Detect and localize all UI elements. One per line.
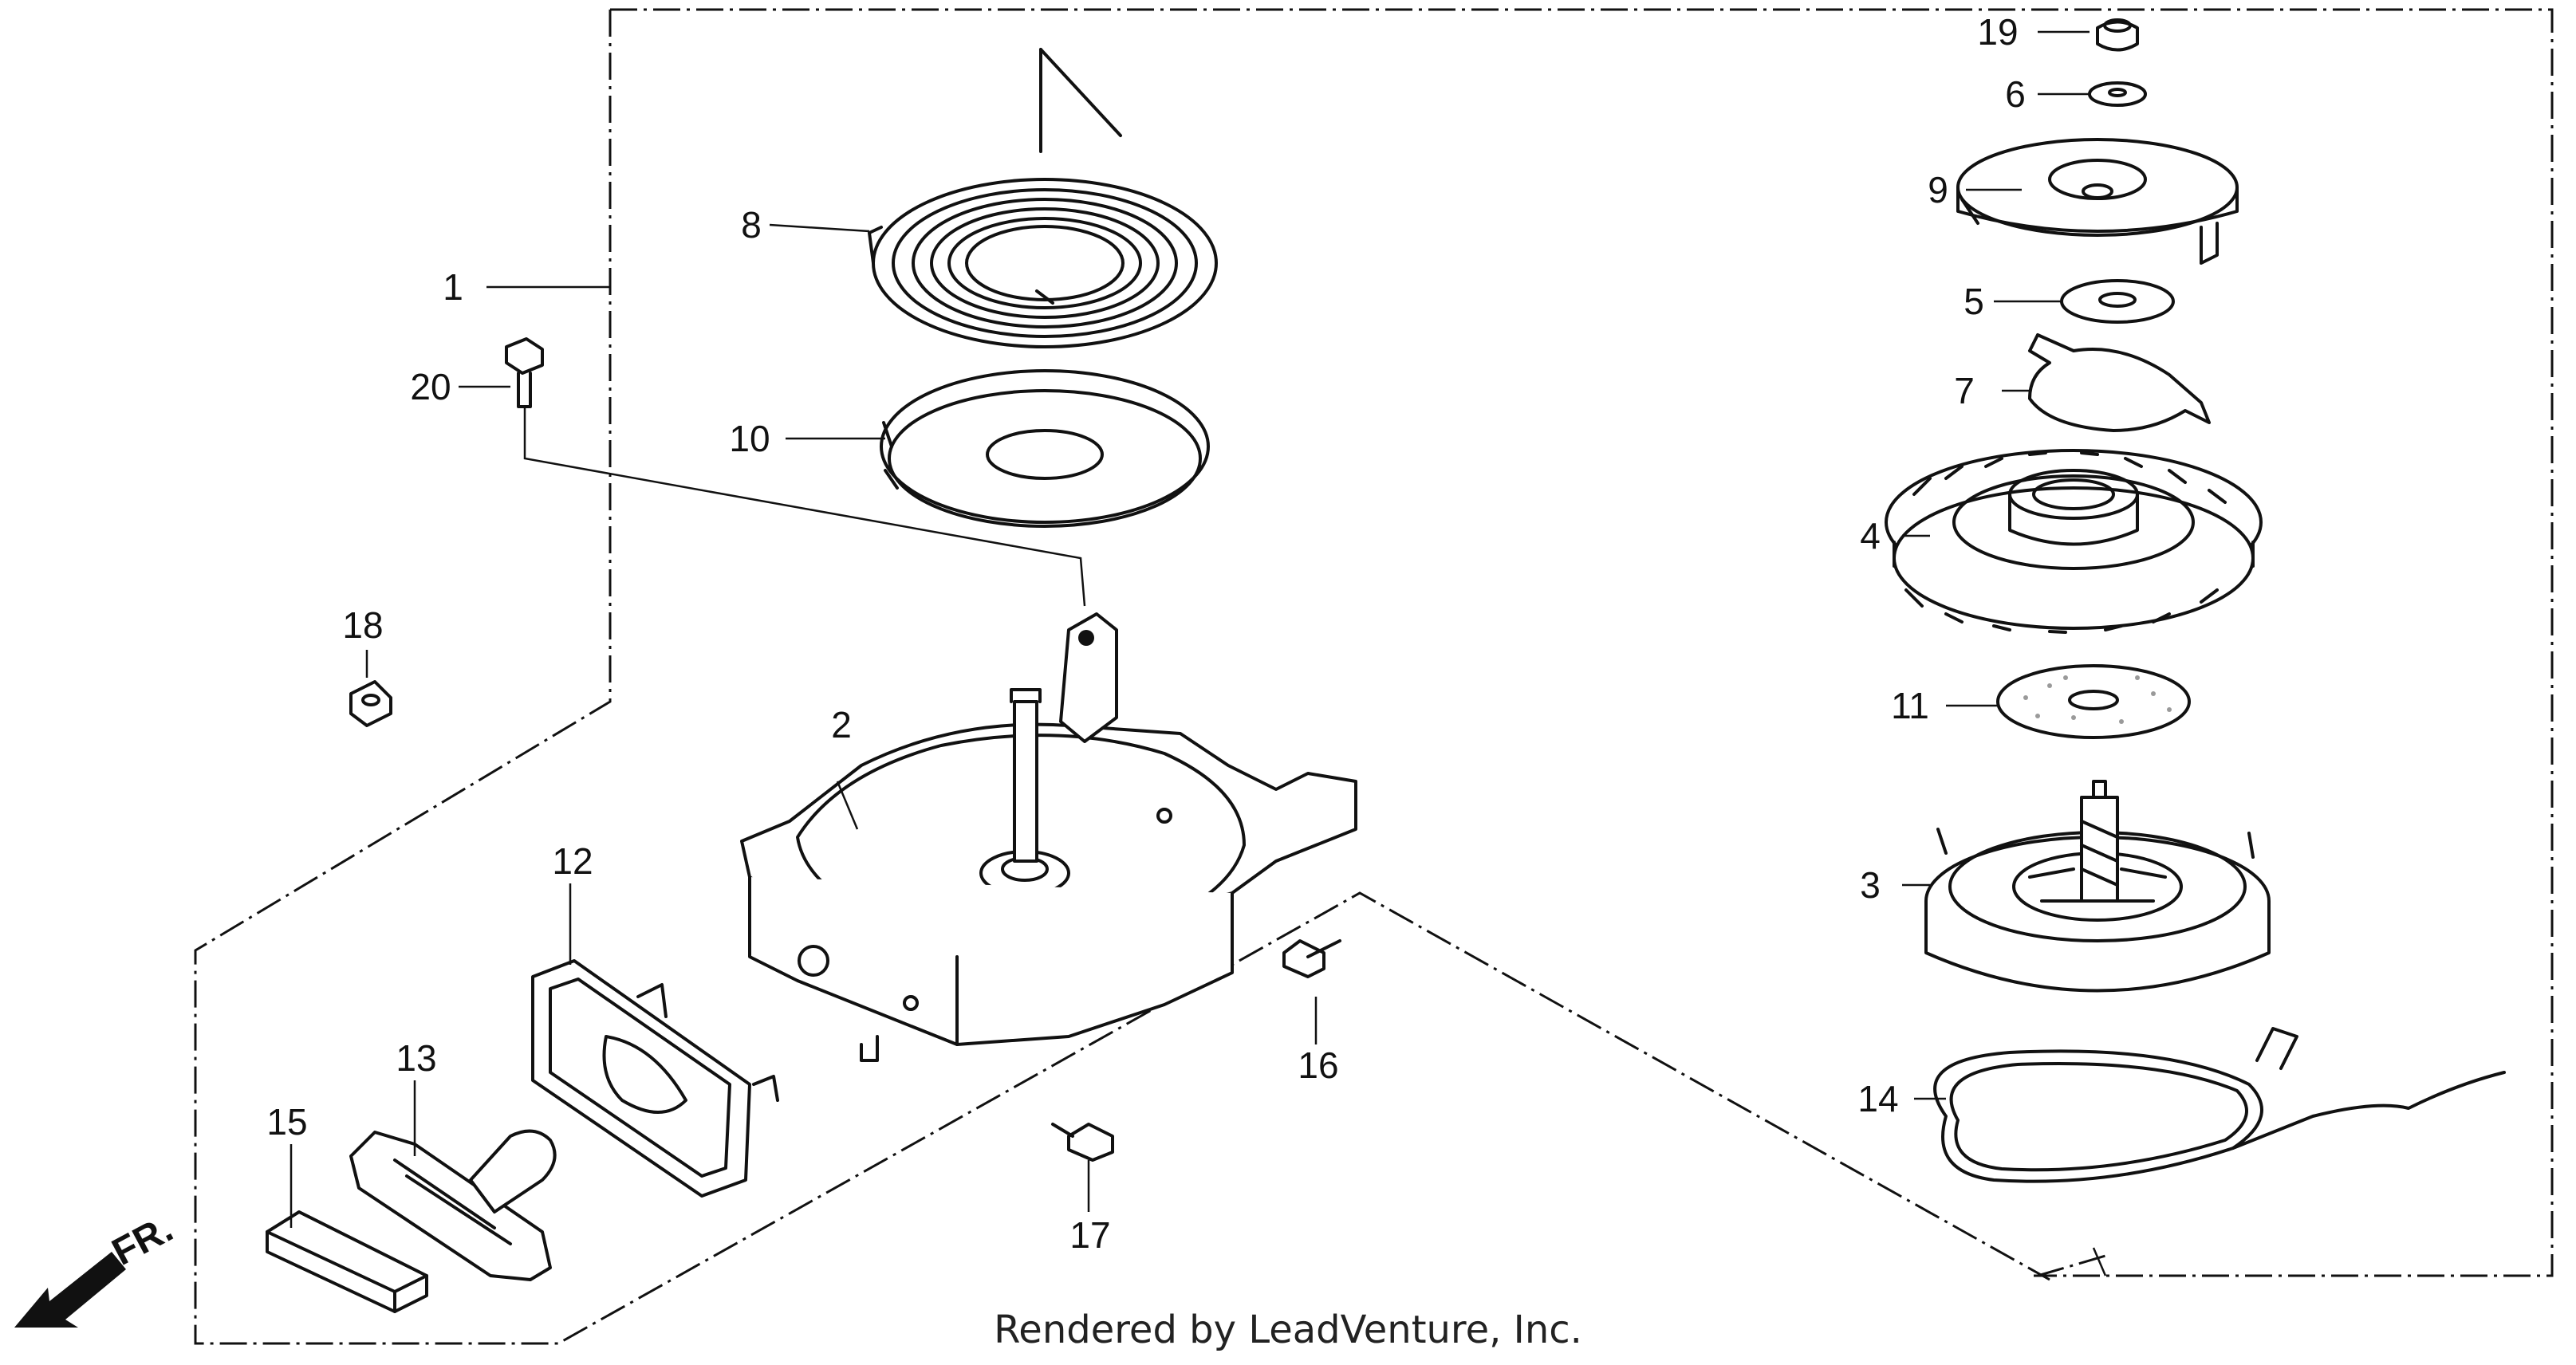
part-label: 2 <box>831 704 852 745</box>
recoil-spring-drawing <box>868 178 1218 348</box>
nut-19-drawing <box>2096 18 2139 52</box>
housing-drawing <box>740 612 1357 1062</box>
bolt-17-drawing <box>1051 1123 1114 1162</box>
part-label: 7 <box>1954 370 1975 411</box>
part-label: 11 <box>1891 685 1929 726</box>
part-label: 8 <box>741 204 762 246</box>
part-label: 15 <box>266 1101 307 1143</box>
part-label: 10 <box>729 418 770 459</box>
starter-grip-drawing <box>349 1129 557 1281</box>
part-label: 5 <box>1964 281 1984 322</box>
washer-6-drawing <box>2088 81 2147 107</box>
part-label: 12 <box>552 840 593 882</box>
leader-lines <box>290 30 2090 1228</box>
part-label: 14 <box>1857 1078 1898 1119</box>
starter-rope-drawing <box>1933 1027 2506 1183</box>
spring-indicator-lines <box>1039 48 1122 153</box>
bolt-20-drawing <box>505 337 544 408</box>
part-label: 6 <box>2005 73 2026 115</box>
starter-gear-drawing <box>1885 449 2263 634</box>
rope-guide-drawing <box>531 959 779 1198</box>
part-label: 16 <box>1298 1044 1338 1086</box>
part-label: 1 <box>443 266 463 308</box>
assembly-boundary-line <box>194 8 2554 1345</box>
part-label: 3 <box>1860 864 1881 906</box>
part-labels: 1 2 3 4 5 6 7 8 9 10 11 12 13 14 15 16 1… <box>266 11 2025 1256</box>
friction-spring-drawing <box>2028 333 2211 432</box>
friction-plate-drawing <box>1996 664 2191 739</box>
part-label: 9 <box>1928 169 1948 210</box>
nut-18-drawing <box>349 680 392 727</box>
bolt-16-drawing <box>1282 939 1341 978</box>
alignment-line <box>523 407 1086 607</box>
washer-5-drawing <box>2060 279 2175 324</box>
front-arrow-icon <box>14 1252 126 1328</box>
part-label: 20 <box>410 366 451 407</box>
part-label: 13 <box>396 1037 436 1079</box>
footer-credit: Rendered by LeadVenture, Inc. <box>994 1308 1582 1352</box>
part-label: 18 <box>342 604 383 646</box>
drive-cover-drawing <box>1956 138 2239 265</box>
reel-drawing <box>1924 780 2271 993</box>
part-label: 17 <box>1069 1214 1110 1256</box>
part-label: 19 <box>1977 11 2018 53</box>
grip-insert-drawing <box>266 1210 428 1313</box>
part-label: 4 <box>1860 515 1881 557</box>
spring-cover-drawing <box>880 369 1210 528</box>
